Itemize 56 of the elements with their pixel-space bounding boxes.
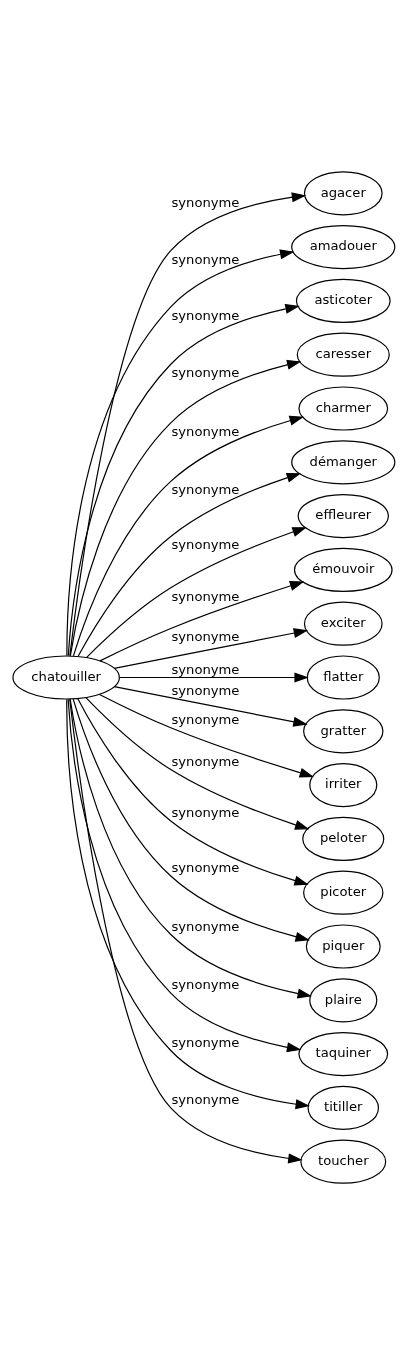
node-ellipse: chatouiller [12,655,120,700]
node-ellipse: émouvoir [293,547,393,592]
arrow [99,581,305,662]
node-ellipse: plaire [309,978,378,1023]
arrow [98,693,314,778]
arrow [119,672,309,683]
node-ellipse: picoter [303,870,384,915]
node-ellipse: peloter [302,816,385,861]
arrow [67,303,300,657]
arrow [77,698,309,886]
node-ellipse: agacer [303,171,383,216]
edge-label: synonyme [171,918,240,934]
edge-label: synonyme [171,423,240,439]
node-ellipse: gratter [303,709,384,754]
edge-label: synonyme [171,661,240,677]
node-ellipse: charmer [298,386,389,431]
node-ellipse: amadouer [291,225,396,270]
arrow [85,697,310,830]
edge-label: synonyme [171,1092,240,1108]
edge-label: synonyme [171,195,240,211]
node-ellipse: taquiner [298,1032,389,1077]
arrow [67,698,302,1053]
edge-label: synonyme [171,977,240,993]
edge-label: synonyme [171,1034,240,1050]
node-ellipse: démanger [291,440,396,485]
edge-label: synonyme [171,307,240,323]
edge-label: synonyme [171,629,240,645]
node-ellipse: flatter [306,655,380,700]
node-ellipse: toucher [300,1139,387,1184]
arrow [77,472,302,657]
arrow [66,249,295,657]
arrow [72,698,310,942]
node-ellipse: asticoter [295,278,391,324]
arrow [69,359,302,657]
edge-label: synonyme [171,251,240,267]
arrow [113,628,309,669]
arrow [69,192,307,657]
edge-label: synonyme [171,683,240,699]
node-ellipse: titiller [307,1085,380,1130]
node-ellipse: effleurer [297,493,390,539]
edge-label: synonyme [171,860,240,876]
node-ellipse: exciter [303,601,383,646]
arrow [72,415,304,657]
edge-label: synonyme [171,482,240,498]
node-ellipse: irriter [309,763,378,808]
node-ellipse: caresser [296,332,390,377]
edge-label: synonyme [171,537,240,553]
edge-label: synonyme [171,753,240,769]
arrow [113,686,308,727]
arrow [85,527,307,659]
edge-label: synonyme [171,588,240,604]
edge-label: synonyme [171,711,240,727]
edge-label: synonyme [171,365,240,381]
arrow [69,698,312,999]
node-ellipse: piquer [305,924,381,969]
edge-label: synonyme [171,805,240,821]
